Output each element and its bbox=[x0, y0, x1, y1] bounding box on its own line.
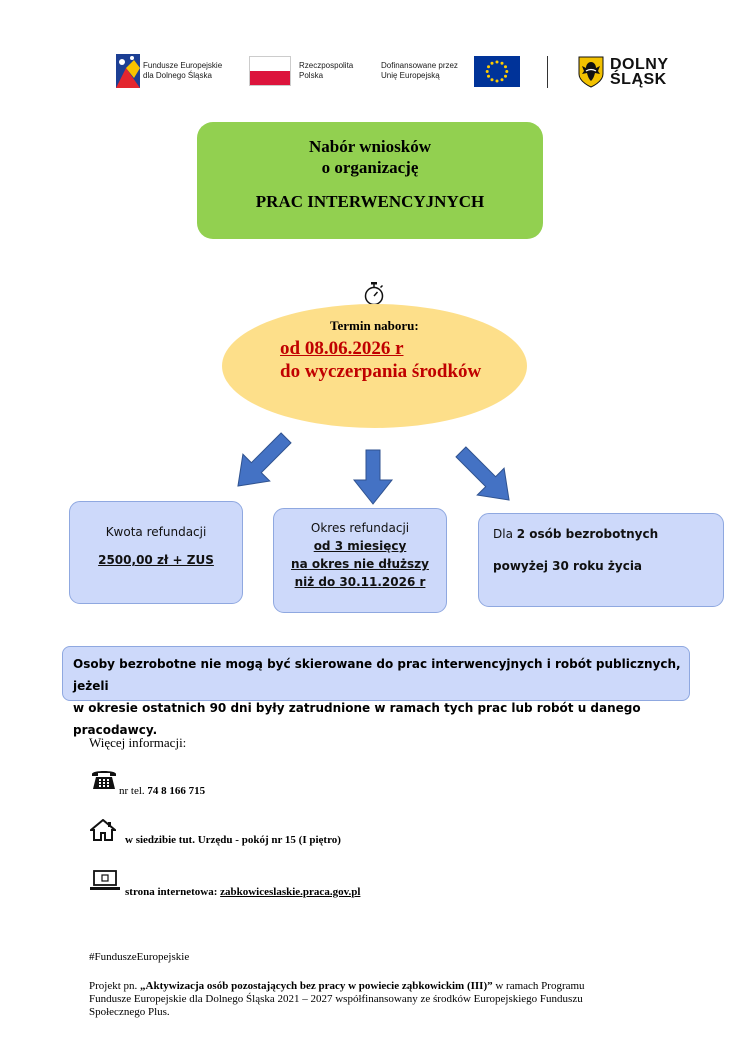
footnote-line2: Fundusze Europejskie dla Dolnego Śląska … bbox=[89, 993, 583, 1005]
notice-line2: w okresie ostatnich 90 dni były zatrudni… bbox=[73, 701, 641, 737]
footnote-line1: Projekt pn. „Aktywizacja osób pozostając… bbox=[89, 980, 585, 992]
refund-amount-title: Kwota refundacji bbox=[105, 525, 207, 539]
rp-logo-text: Rzeczpospolita Polska bbox=[299, 61, 354, 80]
fundusze-europejskie-logo bbox=[116, 54, 140, 88]
target-line1: Dla 2 osób bezrobotnych bbox=[493, 527, 659, 541]
office-line: w siedzibie tut. Urzędu - pokój nr 15 (I… bbox=[125, 834, 341, 846]
title-line-3: PRAC INTERWENCYJNYCH bbox=[255, 192, 485, 211]
deadline-label: Termin naboru: bbox=[330, 318, 419, 333]
target-line2: powyżej 30 roku życia bbox=[493, 559, 643, 573]
eu-flag-icon bbox=[474, 56, 520, 87]
refund-amount-value: 2500,00 zł + ZUS bbox=[98, 553, 214, 567]
website-line: strona internetowa: zabkowiceslaskie.pra… bbox=[125, 886, 361, 898]
deadline-from: od 08.06.2026 r bbox=[280, 338, 404, 359]
title-box: Nabór wniosków o organizację PRAC INTERW… bbox=[197, 122, 543, 239]
contact-heading: Więcej informacji: bbox=[89, 735, 187, 750]
phone-icon bbox=[92, 771, 116, 789]
arrows bbox=[237, 432, 510, 505]
title-line-1: Nabór wniosków bbox=[308, 137, 432, 156]
refund-period-line2: na okres nie dłuższy bbox=[291, 557, 429, 571]
phone-number: 74 8 166 715 bbox=[147, 785, 206, 797]
notice-box: Osoby bezrobotne nie mogą być skierowane… bbox=[62, 646, 690, 737]
deadline-until: do wyczerpania środków bbox=[280, 361, 482, 382]
arrow-down-right-icon bbox=[455, 446, 510, 501]
refund-period-line3: niż do 30.11.2026 r bbox=[294, 575, 426, 589]
ue-logo-text: Dofinansowane przez Unię Europejską bbox=[381, 61, 458, 80]
project-footnote: Projekt pn. „Aktywizacja osób pozostając… bbox=[89, 980, 709, 1019]
deadline-oval bbox=[222, 304, 527, 428]
notice-line1: Osoby bezrobotne nie mogą być skierowane… bbox=[73, 657, 681, 693]
dolny-slask-crest-icon bbox=[578, 56, 604, 88]
refund-period-title: Okres refundacji bbox=[310, 521, 410, 535]
refund-period-box: Okres refundacji od 3 miesięcy na okres … bbox=[273, 508, 447, 613]
refund-amount-box: Kwota refundacji 2500,00 zł + ZUS bbox=[69, 501, 243, 604]
refund-period-line1: od 3 miesięcy bbox=[313, 539, 407, 553]
website-link[interactable]: zabkowiceslaskie.praca.gov.pl bbox=[220, 886, 361, 898]
dolny-slask-text: DOLNY ŚLĄSK bbox=[610, 56, 669, 88]
fe-logo-text: Fundusze Europejskie dla Dolnego Śląska bbox=[143, 61, 223, 80]
logo-bar: Fundusze Europejskie dla Dolnego Śląska … bbox=[0, 0, 750, 110]
phone-line: nr tel. 74 8 166 715 bbox=[119, 785, 206, 797]
polish-flag-icon bbox=[249, 56, 291, 86]
arrow-down-icon bbox=[352, 449, 394, 505]
footnote-line3: Społecznego Plus. bbox=[89, 1006, 170, 1018]
target-group-box: Dla 2 osób bezrobotnych powyżej 30 roku … bbox=[478, 513, 724, 607]
arrow-down-left-icon bbox=[237, 432, 292, 487]
logo-divider bbox=[547, 56, 548, 88]
laptop-icon bbox=[90, 870, 120, 890]
house-icon bbox=[90, 819, 116, 841]
hashtag: #FunduszeEuropejskie bbox=[89, 951, 190, 963]
title-line-2: o organizację bbox=[321, 158, 419, 177]
